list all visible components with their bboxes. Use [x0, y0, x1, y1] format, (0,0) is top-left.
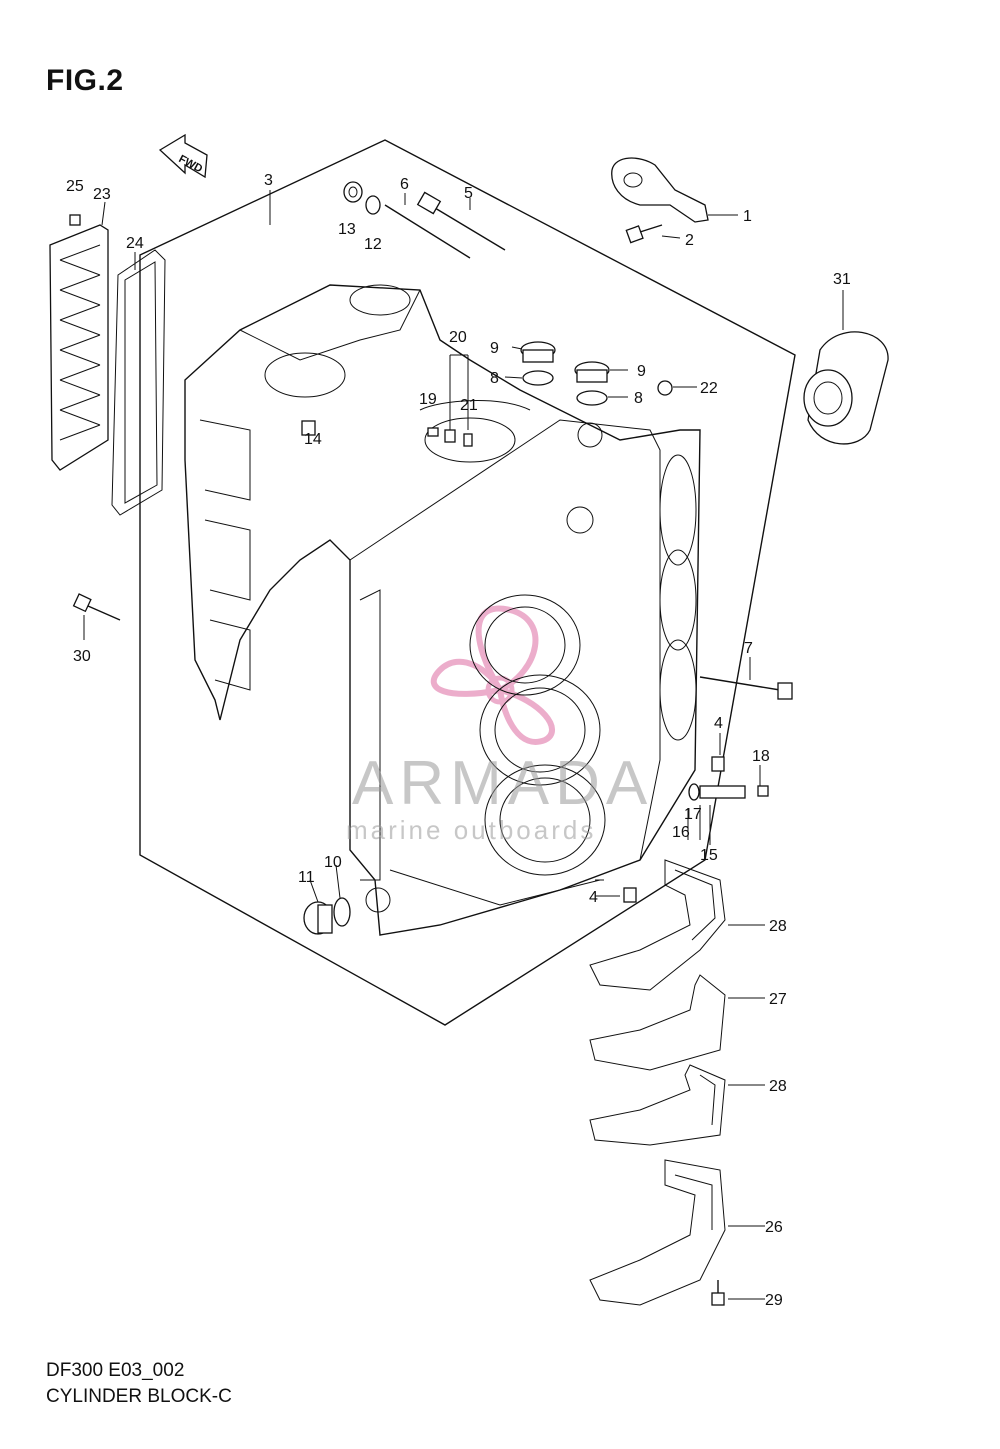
callout-1: 1 — [743, 208, 752, 225]
part-1-bracket — [611, 157, 738, 223]
assembly-outline — [139, 139, 796, 1026]
callout-26: 26 — [765, 1219, 783, 1236]
callout-6: 6 — [400, 176, 409, 193]
leader-lines — [101, 190, 765, 1300]
part-4-dowel-pins — [623, 733, 725, 903]
callout-9a: 9 — [490, 340, 499, 357]
callout-14: 14 — [304, 431, 322, 448]
fwd-arrow-icon: FWD — [158, 133, 208, 179]
callout-4a: 4 — [714, 715, 723, 732]
watermark-brand: ARMADA — [352, 749, 654, 818]
part-30-bolt — [72, 593, 121, 640]
callout-3: 3 — [264, 172, 273, 189]
figure-title: FIG.2 — [46, 64, 124, 97]
callout-4b: 4 — [589, 889, 598, 906]
callout-22: 22 — [700, 380, 718, 397]
callout-9b: 9 — [637, 363, 646, 380]
part-14-dowel — [301, 420, 316, 436]
part-27-gasket — [589, 974, 726, 1071]
part-12-13-washers — [343, 181, 381, 215]
cylinder-block — [184, 284, 701, 936]
part-23-cover-plate — [49, 224, 109, 471]
callout-28a: 28 — [769, 918, 787, 935]
callout-31: 31 — [833, 271, 851, 288]
callout-11: 11 — [298, 869, 315, 886]
callout-12: 12 — [364, 236, 382, 253]
part-28-gasket-lower — [589, 1064, 726, 1146]
callout-10: 10 — [324, 854, 342, 871]
part-29-bolt — [711, 1280, 725, 1306]
callout-23: 23 — [93, 186, 111, 203]
callout-30: 30 — [73, 648, 91, 665]
part-31-oil-filter — [803, 290, 889, 445]
callout-29: 29 — [765, 1292, 783, 1309]
part-2-bolt — [625, 224, 681, 244]
callout-25: 25 — [66, 178, 84, 195]
callout-24: 24 — [126, 235, 144, 252]
callout-20: 20 — [449, 329, 467, 346]
callout-2: 2 — [685, 232, 694, 249]
callout-19: 19 — [419, 391, 437, 408]
callout-15: 15 — [700, 847, 718, 864]
part-15-16-17-18-sensor — [687, 765, 769, 845]
part-28-gasket-upper — [589, 859, 726, 991]
callout-8b: 8 — [634, 390, 643, 407]
callout-5: 5 — [464, 185, 473, 202]
callout-21: 21 — [460, 397, 478, 414]
callout-27: 27 — [769, 991, 787, 1008]
callout-13: 13 — [338, 221, 356, 238]
part-19-20-21 — [427, 354, 473, 447]
callout-8a: 8 — [490, 370, 499, 387]
part-22-plug — [657, 380, 697, 396]
watermark-tagline: marine outboards — [346, 815, 597, 845]
part-10-11-plug — [303, 897, 351, 935]
callout-7: 7 — [744, 640, 753, 657]
model-code: DF300 E03_002 — [46, 1360, 185, 1381]
callout-18: 18 — [752, 748, 770, 765]
part-24-gasket — [111, 249, 166, 516]
diagram-name: CYLINDER BLOCK-C — [46, 1386, 232, 1407]
part-5-6-studs — [384, 191, 506, 259]
callout-16: 16 — [672, 824, 690, 841]
callout-28b: 28 — [769, 1078, 787, 1095]
part-26-gasket — [589, 1159, 726, 1306]
part-8-9-plugs — [504, 341, 628, 406]
callout-17: 17 — [684, 806, 702, 823]
part-7-bolt — [699, 657, 793, 700]
part-25-screw — [69, 214, 81, 226]
